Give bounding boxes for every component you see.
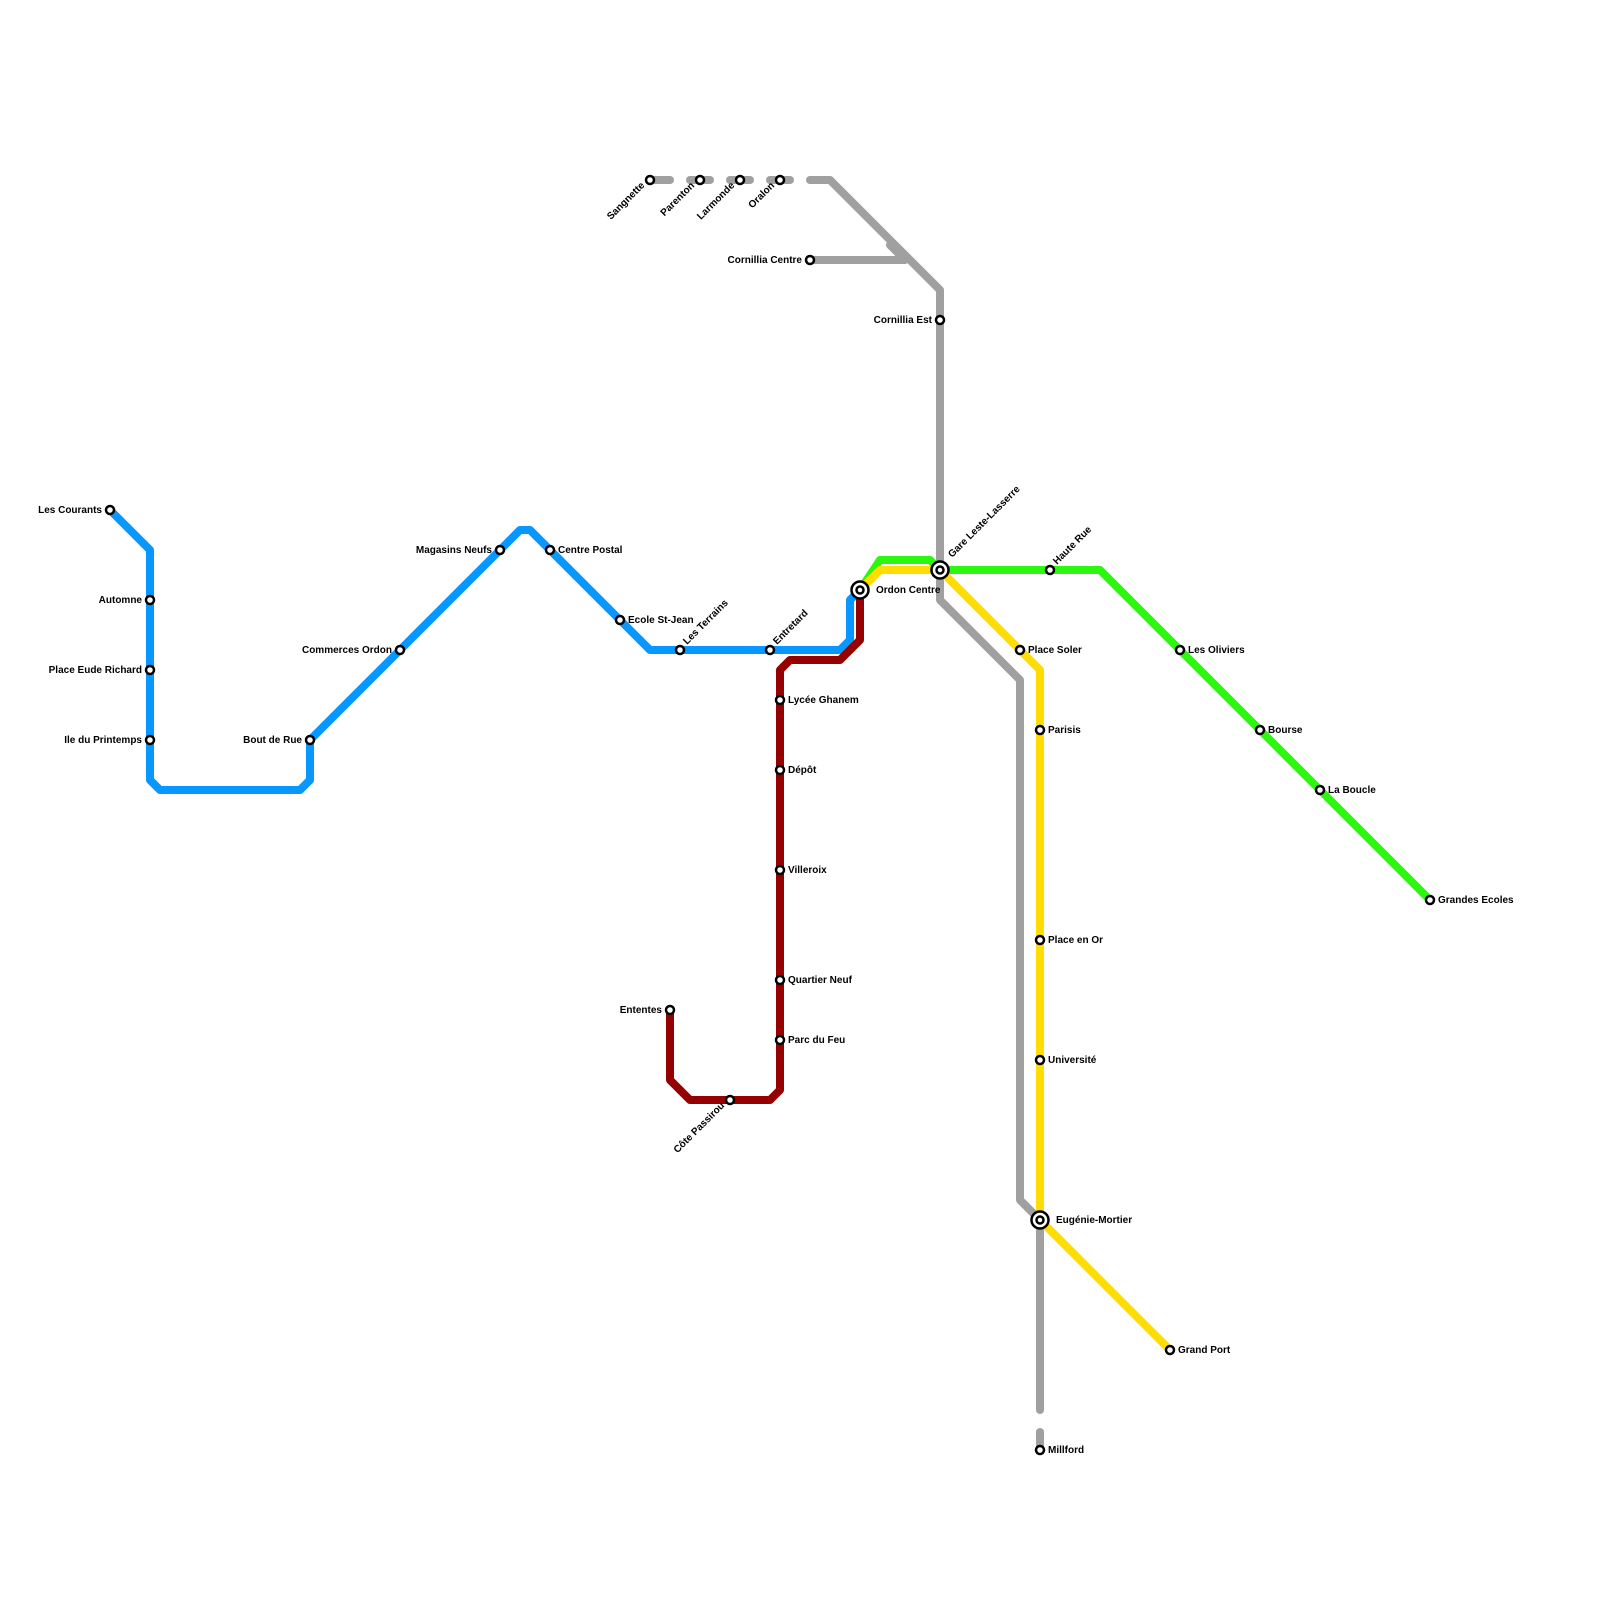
station-label: Gare Leste-Lasserre <box>946 484 1022 560</box>
station-marker-parenton[interactable] <box>694 174 706 186</box>
station-marker-ordon-centre-inner <box>855 585 865 595</box>
station-marker-centre-postal[interactable] <box>544 544 556 556</box>
station-label: Université <box>1048 1055 1097 1066</box>
station-marker-quartier-neuf[interactable] <box>774 974 786 986</box>
station-marker-les-oliviers[interactable] <box>1174 644 1186 656</box>
station-label: Larmonde <box>695 180 737 222</box>
station-marker-lycee-ghanem[interactable] <box>774 694 786 706</box>
station-label: Quartier Neuf <box>788 975 853 986</box>
station-marker-cornillia-est[interactable] <box>934 314 946 326</box>
station-marker-ile-du-printemps[interactable] <box>144 734 156 746</box>
station-label: Villeroix <box>788 865 827 876</box>
station-marker-larmonde[interactable] <box>734 174 746 186</box>
red-line-path <box>666 586 864 1104</box>
station-marker-bout-de-rue[interactable] <box>304 734 316 746</box>
station-marker-commerces-ordon[interactable] <box>394 644 406 656</box>
grey-line-main <box>806 176 1044 1414</box>
station-marker-grandes-ecoles[interactable] <box>1424 894 1436 906</box>
station-label: Ordon Centre <box>876 585 941 596</box>
station-marker-sangnette[interactable] <box>644 174 656 186</box>
station-marker-grand-port[interactable] <box>1164 1344 1176 1356</box>
line-blue <box>106 506 864 794</box>
station-marker-la-boucle[interactable] <box>1314 784 1326 796</box>
station-label: Millford <box>1048 1445 1084 1456</box>
station-label: Automne <box>99 595 143 606</box>
station-marker-haute-rue[interactable] <box>1044 564 1056 576</box>
station-label: Entretard <box>771 608 810 647</box>
blue-line-path <box>106 506 864 794</box>
station-label: Commerces Ordon <box>302 645 392 656</box>
station-label: Eugénie-Mortier <box>1056 1215 1132 1226</box>
station-label: Haute Rue <box>1051 524 1094 567</box>
station-marker-entretard[interactable] <box>764 644 776 656</box>
station-label: Ile du Printemps <box>64 735 142 746</box>
station-label: Place Eude Richard <box>49 665 142 676</box>
station-label: Parenton <box>659 180 697 218</box>
station-label: Dépôt <box>788 765 817 776</box>
station-label: Magasins Neufs <box>416 545 493 556</box>
line-red <box>666 586 864 1104</box>
station-marker-bourse[interactable] <box>1254 724 1266 736</box>
station-label: Place en Or <box>1048 935 1103 946</box>
station-label: Ententes <box>620 1005 663 1016</box>
station-marker-gare-leste-lasserre-inner <box>935 565 945 575</box>
station-marker-universite[interactable] <box>1034 1054 1046 1066</box>
station-marker-place-soler[interactable] <box>1014 644 1026 656</box>
station-label: Grand Port <box>1178 1345 1231 1356</box>
station-marker-cote-passirou[interactable] <box>724 1094 736 1106</box>
station-marker-millford[interactable] <box>1034 1444 1046 1456</box>
station-label: Oralon <box>747 180 778 211</box>
station-label: Les Oliviers <box>1188 645 1245 656</box>
station-label: Bourse <box>1268 725 1303 736</box>
station-marker-parc-du-feu[interactable] <box>774 1034 786 1046</box>
station-label: Parc du Feu <box>788 1035 845 1046</box>
station-label: La Boucle <box>1328 785 1376 796</box>
grey-line-branch-cornillia-centre <box>806 241 909 264</box>
station-label: Grandes Ecoles <box>1438 895 1514 906</box>
station-marker-les-courants[interactable] <box>104 504 116 516</box>
station-label: Parisis <box>1048 725 1081 736</box>
station-label: Place Soler <box>1028 645 1082 656</box>
station-marker-oralon[interactable] <box>774 174 786 186</box>
station-marker-depot[interactable] <box>774 764 786 776</box>
station-marker-cornillia-centre[interactable] <box>804 254 816 266</box>
station-label: Centre Postal <box>558 545 623 556</box>
line-grey <box>646 176 1044 1454</box>
station-label: Lycée Ghanem <box>788 695 859 706</box>
station-marker-parisis[interactable] <box>1034 724 1046 736</box>
station-label: Cornillia Centre <box>728 255 803 266</box>
station-label: Côte Passirou <box>672 1100 727 1155</box>
station-marker-place-eude-richard[interactable] <box>144 664 156 676</box>
station-label: Bout de Rue <box>243 735 302 746</box>
station-label: Cornillia Est <box>874 315 933 326</box>
line-yellow <box>856 566 1174 1354</box>
station-label: Sangnette <box>605 180 647 222</box>
station-marker-automne[interactable] <box>144 594 156 606</box>
station-marker-ecole-st-jean[interactable] <box>614 614 626 626</box>
station-marker-ententes[interactable] <box>664 1004 676 1016</box>
station-marker-magasins-neufs[interactable] <box>494 544 506 556</box>
station-label: Ecole St-Jean <box>628 615 694 626</box>
station-marker-place-en-or[interactable] <box>1034 934 1046 946</box>
station-marker-villeroix[interactable] <box>774 864 786 876</box>
station-marker-les-terrains[interactable] <box>674 644 686 656</box>
station-marker-eugenie-mortier-inner <box>1035 1215 1045 1225</box>
yellow-line-path <box>856 566 1174 1354</box>
station-label: Les Courants <box>38 505 102 516</box>
